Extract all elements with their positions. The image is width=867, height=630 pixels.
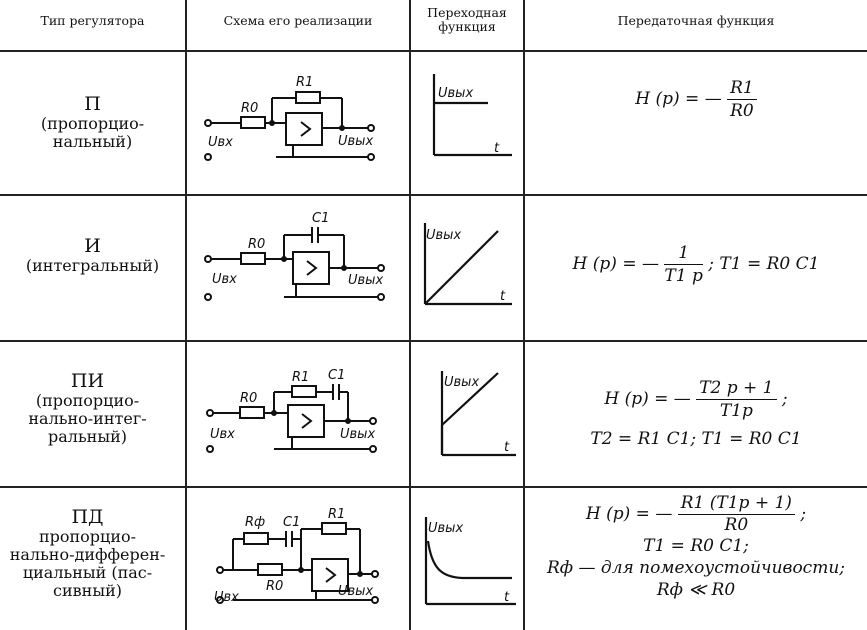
type-abbr: ПД [71,506,104,528]
label-uout: Uвых [338,584,373,599]
label-c1: C1 [312,211,329,226]
formula-tail: ; [800,504,807,524]
label-r1: R1 [296,75,313,90]
scheme-pd: Rф C1 R1 R0 Uвх Uвых [214,507,379,605]
graph-y-label: Uвых [444,375,479,390]
label-r0: R0 [240,391,257,406]
rule-row3 [0,486,867,488]
formula-fraction: T2 p + 1 T1p [696,378,777,421]
label-r0: R0 [266,579,283,594]
formula-lhs: H (p) = — [604,389,691,409]
formula-pi: H (p) = — T2 p + 1 T1p ; T2 = R1 C1; T1 … [525,378,867,449]
formula-fraction: 1 T1 p [664,243,703,286]
type-abbr: П [84,93,101,115]
graph-x-label: t [504,590,510,605]
formula-den: T1 p [664,266,703,286]
rule-row2 [0,340,867,342]
type-desc: (пропорцио- нальный) [40,114,145,151]
header-type: Тип регулятора [40,13,145,28]
header-transfer: Передаточная функция [617,13,775,28]
graph-y-label: Uвых [428,521,463,536]
label-r1: R1 [328,507,345,522]
label-uin: Uвх [214,590,239,605]
header-step: Переходная функция [427,5,507,34]
formula-lhs: H (p) = — [635,89,722,109]
label-rf: Rф [245,515,265,530]
formula-lhs: H (p) = — [585,504,673,524]
formula-pd: H (p) = — R1 (T1p + 1) R0 ; T1 = R0 C1; … [525,494,867,601]
type-abbr: И [84,235,101,257]
label-uin: Uвх [212,272,237,287]
scheme-pi: R0 R1 C1 Uвх Uвых [206,368,377,453]
formula-line1: H (p) = — R1 (T1p + 1) R0 ; [525,494,867,535]
label-r1: R1 [292,370,309,385]
formula-fraction: R1 (T1p + 1) R0 [677,494,795,535]
type-cell-pi: ПИ (пропорцио- нально-интег- ральный) [0,372,175,446]
formula-line1: H (p) = — T2 p + 1 T1p ; [525,378,867,421]
label-uin: Uвх [210,427,235,442]
formula-num: T2 p + 1 [696,378,777,400]
scheme-i: R0 C1 Uвх Uвых [204,211,385,301]
rule-col3 [523,0,525,630]
graph-pi: Uвых t [440,371,516,457]
type-cell-i: И (интегральный) [0,237,185,275]
formula-line3: Rф — для помехоустойчивости; [547,558,845,578]
graph-x-label: t [500,289,506,304]
label-uout: Uвых [338,134,373,149]
formula-den: T1p [719,401,753,421]
label-r0: R0 [248,237,265,252]
graph-pd: Uвых t [424,517,516,606]
label-uin: Uвх [208,135,233,150]
graph-x-label: t [494,141,500,156]
type-desc: пропорцио- нально-дифферен- циальный (па… [9,527,166,600]
graph-y-label: Uвых [426,228,461,243]
type-desc: (пропорцио- нально-интег- ральный) [28,391,147,446]
formula-num: R1 (T1p + 1) [677,494,795,515]
graph-y-label: Uвых [438,86,473,101]
scheme-p: R0 R1 Uвх Uвых [204,75,375,161]
formula-den: R0 [724,515,749,535]
label-r0: R0 [241,101,258,116]
rule-col1 [185,0,187,630]
type-desc: (интегральный) [25,256,160,275]
graph-x-label: t [504,440,510,455]
formula-tail: ; T1 = R0 C1 [708,254,820,274]
formula-num: R1 [727,78,757,100]
formula-p: H (p) = — R1 R0 [525,78,867,121]
graph-p: Uвых t [432,74,512,157]
formula-tail: ; [781,389,788,409]
formula-line4: Rф ≪ R0 [656,580,736,600]
formula-i: H (p) = — 1 T1 p ; T1 = R0 C1 [525,243,867,286]
label-uout: Uвых [348,273,383,288]
type-abbr: ПИ [70,370,105,392]
rule-header [0,50,867,52]
formula-num: 1 [664,243,703,265]
formula-line2: T2 = R1 C1; T1 = R0 C1 [590,429,802,449]
formula-fraction: R1 R0 [727,78,757,121]
label-uout: Uвых [340,427,375,442]
type-cell-pd: ПД пропорцио- нально-дифферен- циальный … [0,508,175,600]
formula-lhs: H (p) = — [572,254,659,274]
header-scheme: Схема его реализации [223,13,373,28]
type-cell-p: П (пропорцио- нальный) [0,95,185,151]
rule-col2 [409,0,411,630]
label-c1: C1 [283,515,300,530]
graph-i: Uвых t [423,223,512,306]
formula-den: R0 [730,101,754,121]
label-c1: C1 [328,368,345,383]
rule-row1 [0,194,867,196]
formula-line2: T1 = R0 C1; [643,536,749,556]
